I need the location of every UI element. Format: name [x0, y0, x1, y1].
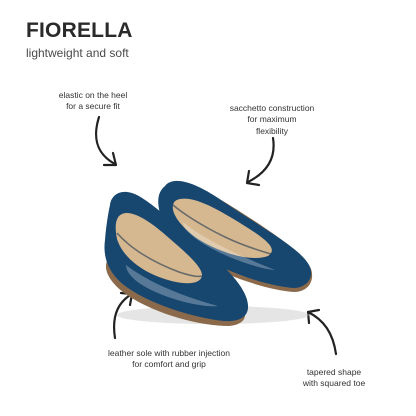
construction-feature-line-1: sacchetto construction: [229, 103, 315, 113]
product-header: FIORELLA lightweight and soft: [26, 19, 286, 61]
toe-feature-line-2: with squared toe: [302, 378, 366, 389]
construction-curved-arrow-icon: [245, 136, 275, 187]
front-shoe: [104, 191, 249, 326]
rear-shoe: [158, 180, 313, 292]
heel-curved-arrow-icon: [95, 115, 118, 167]
sole-feature-line-1: leather sole with rubber injection: [108, 348, 230, 358]
construction-feature-line-2: for maximum: [247, 114, 297, 125]
fiorella-shoe-image: [104, 180, 313, 326]
product-title: FIORELLA: [26, 19, 133, 42]
heel-feature-note: elastic on the heel for a secure fit: [34, 90, 152, 113]
toe-feature-line-1: tapered shape: [306, 367, 362, 377]
construction-feature-line-3: flexibility: [255, 125, 289, 136]
heel-feature-line-2: for a secure fit: [66, 101, 120, 112]
sole-feature-note: leather sole with rubber injection for c…: [92, 348, 246, 371]
construction-feature-note: sacchetto construction for maximum flexi…: [204, 103, 340, 137]
product-subtitle: lightweight and soft: [26, 46, 129, 61]
toe-curved-arrow-icon: [306, 308, 338, 356]
sole-feature-line-2: for comfort and grip: [132, 359, 206, 370]
heel-feature-line-1: elastic on the heel: [58, 90, 128, 100]
toe-feature-note: tapered shape with squared toe: [274, 367, 394, 390]
